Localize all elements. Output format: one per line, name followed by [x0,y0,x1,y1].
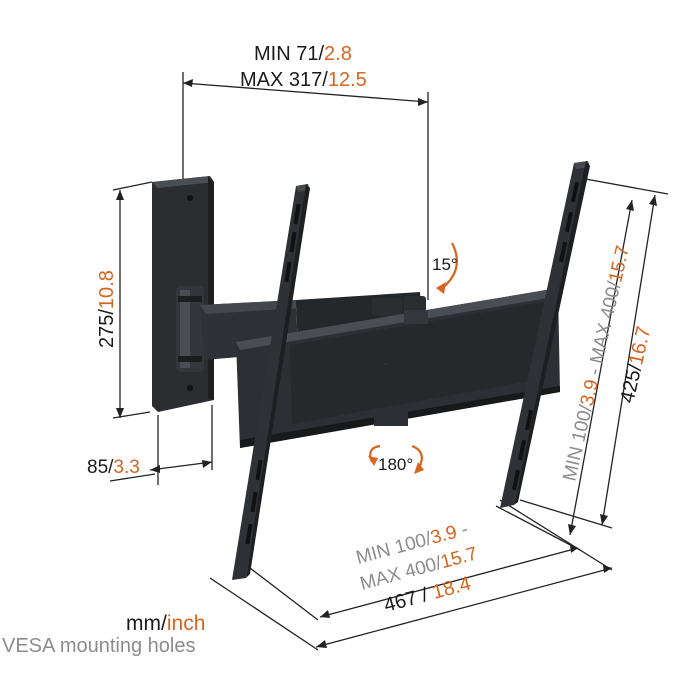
dimension-arrowheads [116,79,657,648]
vesa-vertical-dimension-line [569,199,633,536]
wall-height-text: 275/10.8 [96,270,118,348]
strip-slot [511,469,521,491]
strip-slots [245,203,301,545]
arrowhead [116,408,124,418]
arm-knuckle [372,298,402,316]
strip-slot [293,203,301,225]
tv-plate: ~ [236,288,560,448]
rotate-label: 180° [378,455,413,474]
vesa-horizontal-dimension-line [319,547,579,618]
bracket-width-dimension-line [315,567,613,648]
bracket-height-ext-bottom [519,499,613,529]
wall-plate-hole [187,385,193,391]
strip-slot [564,211,574,233]
bracket-width-ext-left [245,564,319,621]
arrowhead [183,79,193,87]
wall-height-ext-bottom [112,411,151,419]
wall-width-text: 85/3.3 [87,457,140,478]
strip-body [232,184,308,580]
tv-plate-top-edge [236,288,560,350]
rotate-arrowhead [414,462,424,474]
arrowhead [202,460,212,468]
hinge-ring [178,296,202,302]
tv-plate-slot [404,310,428,324]
arrowhead [316,640,327,648]
depth-min-text: MIN 71/2.8 [254,43,352,65]
rotate-arrowhead [368,456,378,466]
wall-plate-top-edge [152,176,214,188]
bracket-width-ext-left-2 [209,577,319,651]
wall-width-underline [109,473,156,482]
strip-slot [250,491,258,513]
vesa-note: VESA mounting holes [2,635,195,657]
arrowhead [649,195,657,206]
wall-plate-hole [187,195,193,201]
tilt-arrowhead [436,282,446,294]
brand-logo-mark: ~ [383,359,389,369]
unit-legend: mm/inch [126,612,205,635]
arm-knuckle [404,296,426,312]
arrowhead [418,98,428,106]
strip-slot [524,409,534,431]
arrowhead [320,610,330,618]
bracket-height-ext-top [579,177,669,195]
strip-slot [289,231,297,253]
arrowhead [150,465,160,473]
strip-edge [246,184,310,578]
vesa-strip-right [500,161,590,508]
strip-slot [245,523,253,545]
bracket-height-dimension-line [601,194,656,526]
bracket-width-ext-right [499,499,613,571]
wall-width-dimension-line [149,461,213,471]
arrowhead [603,565,612,573]
depth-dimension-line [182,82,429,103]
vesa-vertical-text: MIN 100/3.9 - MAX 400/15.7 [559,244,634,483]
dimension-lines [109,72,669,651]
tv-plate-recess [290,302,546,424]
depth-max-text: MAX 317/12.5 [240,69,367,91]
wall-plate-side [208,176,214,400]
strip-slot [517,439,527,461]
strip-slot [570,181,580,203]
hinge-highlight [180,290,190,368]
arrowhead [626,200,634,211]
arrowhead [600,514,608,525]
tilt-label: 15° [432,255,458,274]
arrowhead [116,190,124,200]
wall-height-ext-top [112,181,153,191]
vesa-horizontal-ext-right [495,505,581,551]
arrowhead [570,545,578,553]
strip-body [500,161,588,508]
tv-plate-clip [374,412,408,426]
bracket-height-text: 425/16.7 [616,324,655,405]
vesa-strip-left [232,184,310,580]
strip-slot [284,261,292,283]
strip-slot [558,241,568,263]
strip-slots [511,181,580,491]
hinge-ring [178,356,202,362]
strip-slot [255,459,263,481]
strip-edge [514,161,590,505]
arm-top-edge [200,300,300,314]
arrowhead [568,524,576,535]
